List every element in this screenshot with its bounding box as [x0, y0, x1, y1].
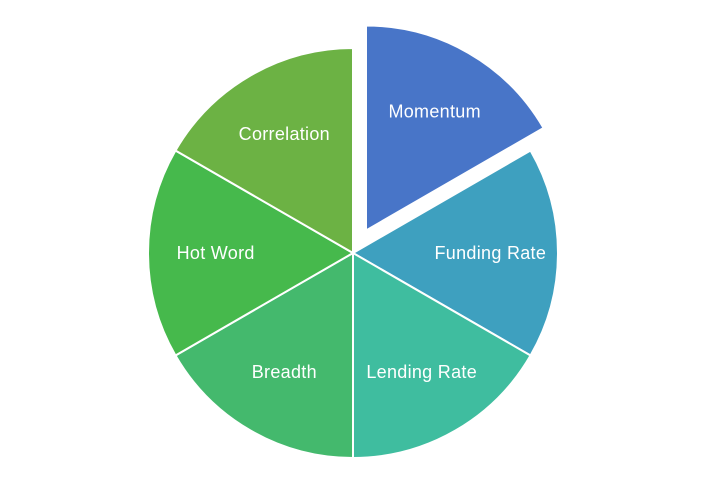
- pie-slice-breadth[interactable]: [174, 252, 354, 459]
- pie-slice-hot-word[interactable]: [147, 149, 354, 357]
- pie-slice-funding-rate[interactable]: [352, 149, 559, 357]
- pie-slice-correlation[interactable]: [174, 47, 354, 254]
- pie-slice-lending-rate[interactable]: [352, 252, 532, 459]
- pie-slice-momentum[interactable]: [365, 24, 545, 232]
